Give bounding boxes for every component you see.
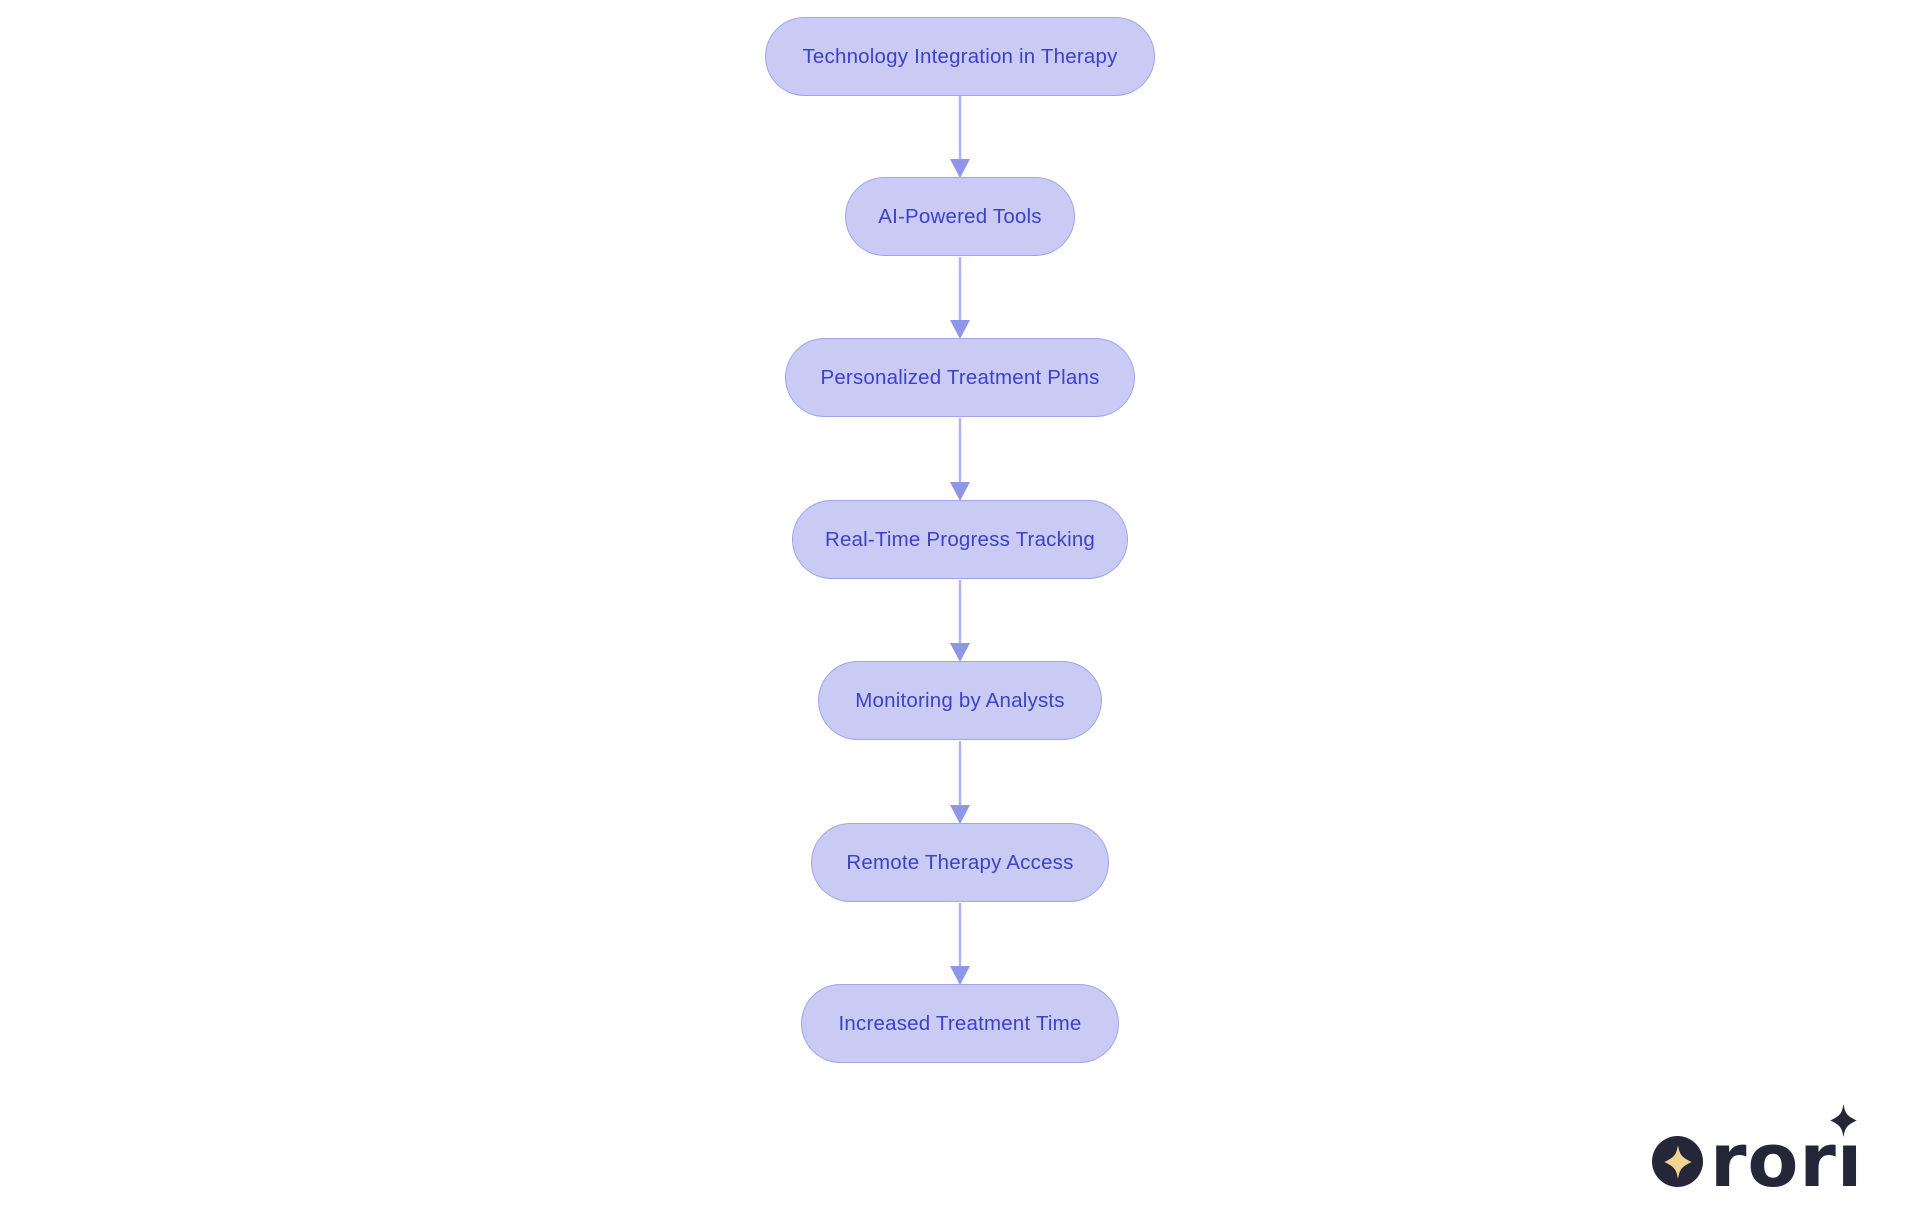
flow-node-monitoring-by-analysts: Monitoring by Analysts xyxy=(818,661,1102,740)
arrow-down-icon xyxy=(950,418,970,501)
arrow-down-icon xyxy=(950,903,970,985)
logo-wordmark-i: ı xyxy=(1836,1118,1864,1204)
arrow-down-icon xyxy=(950,257,970,339)
sparkle-icon xyxy=(1830,1104,1857,1137)
logo-wordmark-ror: ror xyxy=(1710,1118,1837,1204)
arrow-down-icon xyxy=(950,741,970,824)
flow-node-personalized-treatment-plans: Personalized Treatment Plans xyxy=(785,338,1135,417)
flow-node-remote-therapy-access: Remote Therapy Access xyxy=(811,823,1109,902)
flow-node-technology-integration-in-therapy: Technology Integration in Therapy xyxy=(765,17,1155,96)
arrow-down-icon xyxy=(950,580,970,662)
logo-wordmark: rorı xyxy=(1710,1118,1863,1204)
sparkle-icon xyxy=(1663,1144,1692,1179)
flow-node-ai-powered-tools: AI-Powered Tools xyxy=(845,177,1075,256)
logo-badge xyxy=(1652,1136,1703,1187)
flow-node-real-time-progress-tracking: Real-Time Progress Tracking xyxy=(792,500,1128,579)
arrow-down-icon xyxy=(950,96,970,178)
rori-logo: rorı xyxy=(1652,1104,1867,1204)
flow-node-increased-treatment-time: Increased Treatment Time xyxy=(801,984,1119,1063)
